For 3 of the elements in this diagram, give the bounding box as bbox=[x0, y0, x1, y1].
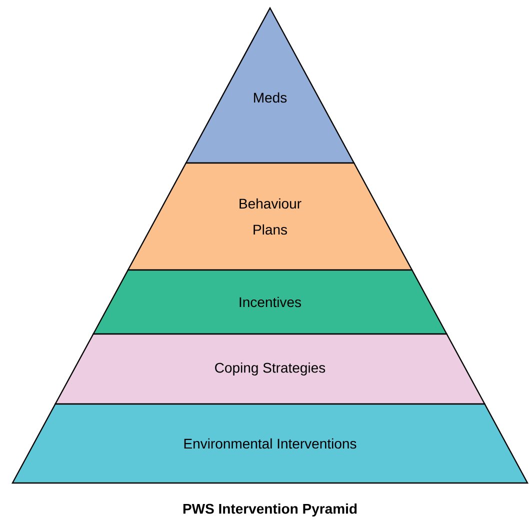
title: PWS Intervention Pyramid bbox=[183, 503, 357, 517]
pyramid-level: Behaviour Plans bbox=[127, 162, 414, 271]
pyramid-level: Environmental Interventions bbox=[12, 403, 529, 484]
